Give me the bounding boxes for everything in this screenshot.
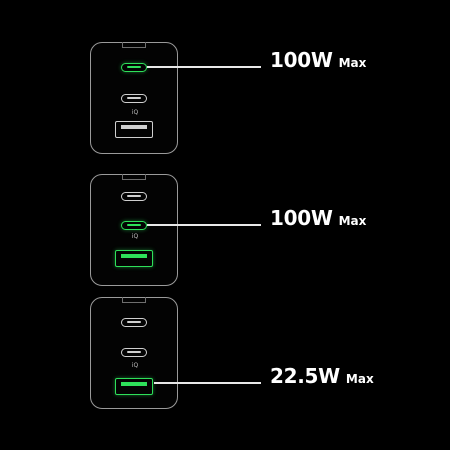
usb-a-port [115, 121, 153, 138]
wattage-text: 100W [270, 48, 333, 72]
charger-panel-3: iQ 22.5W Max [0, 293, 450, 423]
usb-a-port-active [115, 250, 153, 267]
charger-clip [122, 297, 146, 303]
usb-a-port-active [115, 378, 153, 395]
max-text: Max [338, 56, 367, 70]
wattage-text: 22.5W [270, 364, 340, 388]
charger-panel-1: iQ 100W Max [0, 38, 450, 168]
usb-c-port-2-active [121, 221, 147, 230]
iq-mark: iQ [131, 109, 139, 116]
wattage-text: 100W [270, 206, 333, 230]
charger-illustration: iQ [90, 42, 178, 154]
charger-clip [122, 174, 146, 180]
power-label: 22.5W Max [270, 364, 374, 388]
iq-mark: iQ [131, 233, 139, 240]
usb-c-port-1 [121, 318, 147, 327]
charger-clip [122, 42, 146, 48]
iq-mark: iQ [131, 362, 139, 369]
leader-line [147, 66, 261, 68]
leader-line [154, 382, 261, 384]
max-text: Max [345, 372, 374, 386]
charger-illustration: iQ [90, 174, 178, 286]
usb-c-port-1-active [121, 63, 147, 72]
charger-illustration: iQ [90, 297, 178, 409]
charger-panel-2: iQ 100W Max [0, 170, 450, 300]
usb-c-port-1 [121, 192, 147, 201]
leader-line [147, 224, 261, 226]
usb-c-port-2 [121, 94, 147, 103]
power-label: 100W Max [270, 206, 366, 230]
power-label: 100W Max [270, 48, 366, 72]
max-text: Max [338, 214, 367, 228]
usb-c-port-2 [121, 348, 147, 357]
